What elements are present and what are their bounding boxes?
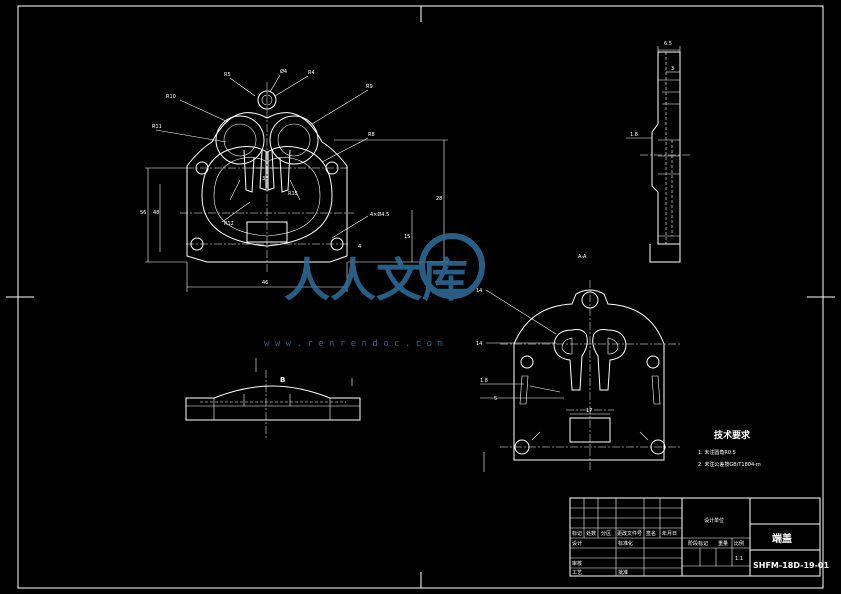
dim-rear-14b: 14 — [476, 341, 482, 347]
tb-scale: 1:1 — [735, 556, 743, 562]
tb-col-date: 年月日 — [662, 530, 677, 537]
dim-side-65: 6.5 — [664, 41, 672, 47]
dim-w4: 4 — [358, 244, 361, 250]
tb-drawing-no: SHFM-18D-19-01 — [753, 561, 829, 570]
tb-part-name: 端盖 — [772, 532, 792, 545]
front-view — [145, 74, 448, 292]
section-mark: B — [280, 376, 285, 384]
tb-row-check: 审核 — [572, 560, 582, 567]
dim-side-3: 3 — [671, 66, 674, 72]
tb-col-docno: 更改文件号 — [617, 530, 642, 537]
dim-h48: 48 — [153, 210, 159, 216]
watermark-url: w w w . r e n r e n d o c . c o m — [264, 339, 443, 349]
dim-h15: 15 — [404, 234, 410, 240]
dim-rear-17: 17 — [586, 408, 592, 414]
tech-req-line-2: 2. 未注公差按GB/T1804-m — [698, 461, 761, 468]
side-view: 6.5 3 1.8 — [626, 41, 690, 263]
dim-r4: R4 — [308, 70, 315, 76]
watermark-logo-icon — [419, 233, 485, 299]
drawing-frame — [6, 5, 835, 589]
tb-weight: 重量 — [718, 540, 728, 547]
dim-r15: R15 — [288, 191, 298, 197]
dim-r8: R8 — [368, 132, 375, 138]
rear-view-label: A-A — [578, 254, 587, 260]
tb-row-process: 工艺 — [572, 570, 582, 576]
front-view-dimensions: R5 Ø4 R4 R10 R11 R9 R8 R15 R12 56 48 28 … — [140, 68, 442, 286]
tech-req-line-1: 1. 未注圆角R0.5 — [698, 449, 736, 456]
rear-view: A-A 14 14 1.8 5 17 — [476, 254, 680, 472]
dim-rear-18: 1.8 — [480, 378, 488, 384]
watermark: 人人文库 w w w . r e n r e n d o c . c o m — [264, 233, 485, 349]
dim-h56: 56 — [140, 210, 146, 216]
top-view: B — [185, 358, 361, 440]
dim-r11: R11 — [152, 124, 162, 130]
dim-hole: 4×Ø4.5 — [370, 211, 389, 218]
tb-ratio: 比例 — [734, 540, 744, 547]
tb-col-count: 处数 — [586, 530, 596, 537]
dim-rear-14a: 14 — [476, 288, 482, 294]
dim-side-18: 1.8 — [630, 132, 638, 138]
tb-col-mark: 标记 — [572, 530, 582, 537]
tb-col-sign: 签名 — [646, 530, 656, 537]
tb-stage: 阶段标记 — [688, 540, 708, 547]
dim-r5: R5 — [224, 72, 231, 78]
dim-rear-5: 5 — [494, 396, 497, 402]
tb-row-design: 设计 — [572, 540, 582, 547]
dim-phi4: Ø4 — [280, 68, 287, 75]
technical-requirements: 技术要求 1. 未注圆角R0.5 2. 未注公差按GB/T1804-m — [698, 429, 761, 468]
tb-col-zone: 分区 — [601, 530, 611, 537]
watermark-brand: 人人文库 — [284, 253, 468, 307]
tb-row-approve: 批准 — [618, 569, 628, 576]
dim-r10: R10 — [166, 94, 176, 100]
tb-row-std: 标准化 — [618, 540, 633, 547]
dim-r12: R12 — [224, 221, 234, 227]
dim-h28: 28 — [436, 196, 442, 202]
dim-r9: R9 — [366, 84, 373, 90]
tech-req-title: 技术要求 — [714, 429, 751, 441]
dim-w46: 46 — [262, 280, 268, 286]
dim-h30: 30 — [262, 176, 268, 182]
title-block: 设计单位 端盖 SHFM-18D-19-01 标记 处数 分区 更改文件号 签名… — [569, 497, 829, 577]
tb-company: 设计单位 — [704, 517, 724, 524]
